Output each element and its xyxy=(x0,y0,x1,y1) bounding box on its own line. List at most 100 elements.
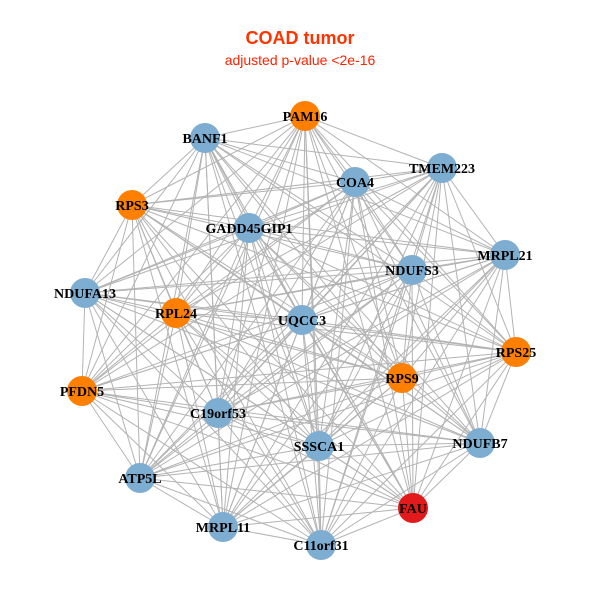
edge-PAM16-RPS3 xyxy=(131,115,306,206)
node-circle[interactable] xyxy=(70,278,100,308)
node-C11orf31[interactable]: C11orf31 xyxy=(293,530,349,560)
edge-NDUFS3-NDUFB7 xyxy=(411,269,481,444)
edge-C19orf53-SSSCA1 xyxy=(217,412,320,447)
node-circle[interactable] xyxy=(501,337,531,367)
edge-TMEM223-RPS3 xyxy=(131,167,443,206)
node-circle[interactable] xyxy=(287,305,317,335)
edge-UQCC3-RPS25 xyxy=(301,319,517,353)
node-label: NDUFB7 xyxy=(452,437,507,452)
edge-BANF1-C11orf31 xyxy=(204,137,322,546)
node-label: SSSCA1 xyxy=(294,440,345,455)
edge-RPL24-UQCC3 xyxy=(175,312,303,321)
node-C19orf53[interactable]: C19orf53 xyxy=(190,398,246,428)
node-TMEM223[interactable]: TMEM223 xyxy=(409,153,475,183)
edge-MRPL21-RPS25 xyxy=(504,254,517,353)
node-label: ATP5L xyxy=(118,472,161,487)
edge-RPS9-NDUFB7 xyxy=(401,377,481,444)
figure-title: COAD tumor xyxy=(245,28,355,48)
node-label: MRPL21 xyxy=(477,249,532,264)
node-circle[interactable] xyxy=(290,101,320,131)
edge-UQCC3-PFDN5 xyxy=(81,319,303,392)
node-circle[interactable] xyxy=(208,512,238,542)
edge-BANF1-NDUFA13 xyxy=(84,137,206,294)
node-RPS3[interactable]: RPS3 xyxy=(115,190,149,220)
edge-NDUFS3-FAU xyxy=(411,269,414,509)
edge-RPL24-ATP5L xyxy=(139,312,177,479)
edge-MRPL21-MRPL11 xyxy=(222,254,506,528)
edge-RPS3-NDUFA13 xyxy=(84,204,133,294)
edge-SSSCA1-ATP5L xyxy=(139,445,320,479)
edge-RPS3-RPS25 xyxy=(131,204,517,353)
node-label: MRPL11 xyxy=(196,521,250,536)
edge-TMEM223-MRPL21 xyxy=(441,167,506,256)
node-circle[interactable] xyxy=(465,428,495,458)
node-RPS9[interactable]: RPS9 xyxy=(385,363,419,393)
edge-NDUFA13-RPL24 xyxy=(84,292,177,314)
node-circle[interactable] xyxy=(125,463,155,493)
node-PAM16[interactable]: PAM16 xyxy=(283,101,328,131)
node-circle[interactable] xyxy=(304,431,334,461)
edge-C19orf53-NDUFB7 xyxy=(217,412,481,444)
edge-UQCC3-C19orf53 xyxy=(217,319,303,414)
edge-RPL24-C19orf53 xyxy=(175,312,219,414)
node-circle[interactable] xyxy=(67,376,97,406)
node-RPS25[interactable]: RPS25 xyxy=(496,337,536,367)
node-ATP5L[interactable]: ATP5L xyxy=(118,463,162,493)
edge-RPL24-C11orf31 xyxy=(175,312,322,546)
edge-UQCC3-C11orf31 xyxy=(301,319,322,546)
node-NDUFB7[interactable]: NDUFB7 xyxy=(452,428,508,458)
edge-RPS25-ATP5L xyxy=(139,351,517,479)
edge-NDUFB7-MRPL11 xyxy=(222,442,481,528)
edge-BANF1-RPS3 xyxy=(131,137,206,206)
node-circle[interactable] xyxy=(190,123,220,153)
edge-NDUFS3-RPS9 xyxy=(401,269,413,379)
edge-BANF1-TMEM223 xyxy=(204,137,443,169)
node-circle[interactable] xyxy=(490,240,520,270)
node-circle[interactable] xyxy=(340,167,370,197)
edge-RPS25-MRPL11 xyxy=(222,351,517,528)
edge-PAM16-C19orf53 xyxy=(217,115,306,414)
edge-RPL24-NDUFB7 xyxy=(175,312,481,444)
node-label: TMEM223 xyxy=(409,162,475,177)
node-PFDN5[interactable]: PFDN5 xyxy=(60,376,104,406)
node-circle[interactable] xyxy=(306,530,336,560)
edge-PAM16-TMEM223 xyxy=(304,115,443,169)
edge-RPS9-FAU xyxy=(401,377,414,509)
edge-MRPL21-NDUFA13 xyxy=(84,254,506,294)
edge-NDUFS3-MRPL11 xyxy=(222,269,413,528)
node-RPL24[interactable]: RPL24 xyxy=(155,298,197,328)
node-label: UQCC3 xyxy=(278,314,326,329)
node-circle[interactable] xyxy=(397,255,427,285)
node-circle[interactable] xyxy=(161,298,191,328)
edge-UQCC3-RPS9 xyxy=(301,319,403,379)
edge-RPL24-FAU xyxy=(175,312,414,509)
node-circle[interactable] xyxy=(427,153,457,183)
node-circle[interactable] xyxy=(203,398,233,428)
node-MRPL21[interactable]: MRPL21 xyxy=(477,240,533,270)
node-SSSCA1[interactable]: SSSCA1 xyxy=(294,431,345,461)
node-NDUFA13[interactable]: NDUFA13 xyxy=(54,278,116,308)
edge-COA4-RPS9 xyxy=(354,181,403,379)
node-FAU[interactable]: FAU xyxy=(398,493,428,523)
edge-RPL24-SSSCA1 xyxy=(175,312,320,447)
node-label: RPS25 xyxy=(496,346,536,361)
node-label: FAU xyxy=(399,502,427,517)
node-BANF1[interactable]: BANF1 xyxy=(182,123,228,153)
node-circle[interactable] xyxy=(117,190,147,220)
node-circle[interactable] xyxy=(398,493,428,523)
node-circle[interactable] xyxy=(234,213,264,243)
node-UQCC3[interactable]: UQCC3 xyxy=(278,305,326,335)
edge-GADD45GIP1-NDUFS3 xyxy=(248,227,413,271)
edge-RPS3-MRPL21 xyxy=(131,204,506,256)
node-circle[interactable] xyxy=(387,363,417,393)
edge-NDUFB7-ATP5L xyxy=(139,442,481,479)
node-MRPL11[interactable]: MRPL11 xyxy=(196,512,250,542)
node-NDUFS3[interactable]: NDUFS3 xyxy=(385,255,439,285)
node-COA4[interactable]: COA4 xyxy=(336,167,374,197)
edge-GADD45GIP1-NDUFA13 xyxy=(84,227,250,294)
edge-BANF1-RPS25 xyxy=(204,137,517,353)
node-GADD45GIP1[interactable]: GADD45GIP1 xyxy=(205,213,293,243)
edge-PAM16-BANF1 xyxy=(204,115,306,139)
edge-FAU-MRPL11 xyxy=(222,507,414,528)
